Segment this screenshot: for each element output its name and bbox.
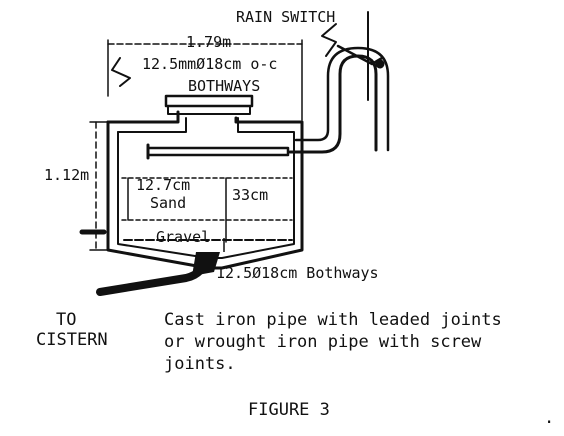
- to-cistern-label-line1: TO: [56, 310, 77, 330]
- bottom-pipe-spec-label: 12.5Ø18cm Bothways: [216, 264, 379, 282]
- figure-caption: FIGURE 3: [248, 400, 330, 420]
- top-pipe-spec-label: 12.5mmØ18cm o-c: [142, 55, 278, 73]
- inlet-distribution-pipe: [146, 146, 290, 157]
- manhole-collar: [167, 105, 251, 115]
- rain-switch-pivot: [375, 59, 385, 69]
- outlet-elbow: [192, 252, 220, 276]
- top-label-leader: [111, 57, 131, 87]
- gravel-label: Gravel: [156, 228, 211, 246]
- note-line-1: Cast iron pipe with leaded joints: [164, 310, 502, 330]
- filter-box-outer-wall: [106, 116, 304, 270]
- note-line-3: joints.: [164, 354, 236, 374]
- outlet-pipe-to-cistern: [96, 252, 210, 296]
- width-label: 1.79m: [186, 33, 232, 51]
- filter-box-inner-wall: [117, 117, 295, 259]
- corner-mark: .: [544, 408, 555, 428]
- down-pipe: [288, 54, 378, 154]
- top-bothways-label: BOTHWAYS: [188, 77, 261, 95]
- manhole-lid: [164, 94, 254, 108]
- rain-switch-label: RAIN SWITCH: [236, 8, 336, 26]
- rain-switch-leader: [321, 23, 337, 57]
- gravel-depth-label: 33cm: [232, 186, 269, 204]
- note-line-2: or wrought iron pipe with screw: [164, 332, 482, 352]
- sand-depth-label: 12.7cm: [136, 176, 191, 194]
- sand-label: Sand: [150, 194, 187, 212]
- to-cistern-label-line2: CISTERN: [36, 330, 108, 350]
- filter-box-inner-top-left: [117, 117, 187, 133]
- filter-box-top-left: [106, 110, 180, 124]
- height-label: 1.12m: [44, 166, 90, 184]
